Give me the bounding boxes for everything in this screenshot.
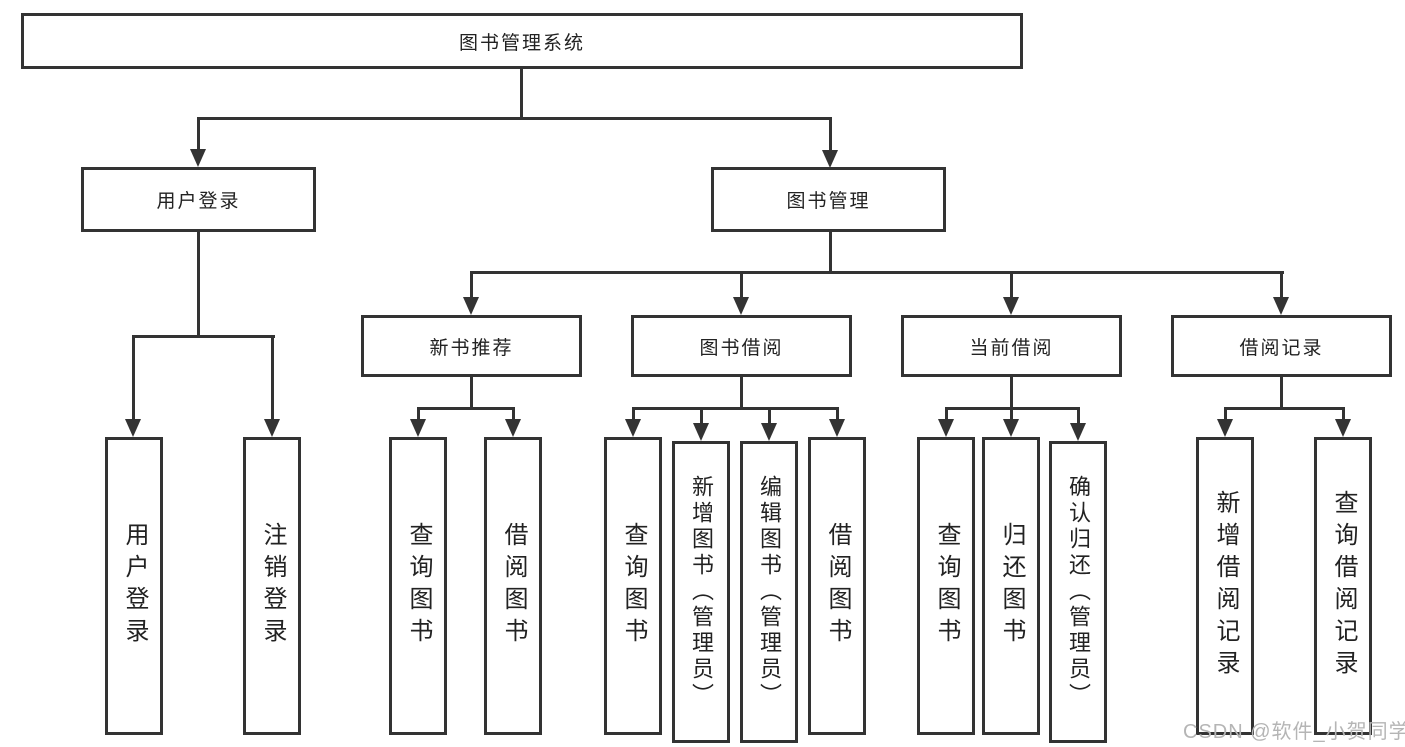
leaf-query-books-recommend: 查询图书 [389, 437, 447, 735]
connector-line [132, 335, 275, 338]
arrow-down-icon [1003, 297, 1019, 315]
node-label: 新书推荐 [429, 337, 514, 359]
node-label: 图书借阅 [699, 337, 784, 359]
node-label: 新增图书（管理员） [689, 475, 714, 709]
connector-line [132, 335, 135, 421]
arrow-down-icon [125, 419, 141, 437]
connector-line [1010, 271, 1013, 301]
arrow-down-icon [264, 419, 280, 437]
node-label: 查询图书 [620, 522, 647, 650]
node-user-login: 用户登录 [81, 167, 316, 232]
node-label: 借阅图书 [824, 522, 851, 650]
connector-line [470, 271, 1284, 274]
connector-line [1342, 407, 1345, 423]
connector-line [740, 377, 743, 410]
arrow-down-icon [1070, 423, 1086, 441]
connector-line [829, 117, 832, 153]
node-label: 图书管理系统 [458, 32, 585, 54]
leaf-query-books-current: 查询图书 [917, 437, 975, 735]
arrow-down-icon [733, 297, 749, 315]
node-label: 图书管理 [786, 191, 871, 212]
arrow-down-icon [190, 149, 206, 167]
node-root-system: 图书管理系统 [21, 13, 1023, 69]
node-label: 借阅图书 [500, 522, 527, 650]
leaf-borrow-books: 借阅图书 [808, 437, 866, 735]
connector-line [1280, 377, 1283, 410]
node-book-borrow: 图书借阅 [631, 315, 852, 377]
node-label: 新增借阅记录 [1212, 490, 1239, 682]
node-label: 注销登录 [259, 522, 286, 650]
leaf-add-books-admin: 新增图书（管理员） [672, 441, 730, 743]
connector-line [1010, 377, 1013, 410]
node-label: 归还图书 [998, 522, 1025, 650]
leaf-confirm-return-admin: 确认归还（管理员） [1049, 441, 1107, 743]
arrow-down-icon [463, 297, 479, 315]
leaf-borrow-books-recommend: 借阅图书 [484, 437, 542, 735]
leaf-user-login: 用户登录 [105, 437, 163, 735]
arrow-down-icon [938, 419, 954, 437]
node-label: 借阅记录 [1239, 337, 1324, 359]
arrow-down-icon [1217, 419, 1233, 437]
connector-line [836, 407, 839, 423]
connector-line [768, 407, 771, 425]
connector-line [945, 407, 948, 423]
connector-line [470, 377, 473, 410]
arrow-down-icon [625, 419, 641, 437]
connector-line [1010, 407, 1013, 423]
arrow-down-icon [761, 423, 777, 441]
connector-line [417, 407, 420, 423]
connector-line [632, 407, 839, 410]
connector-line [520, 69, 523, 117]
leaf-edit-books-admin: 编辑图书（管理员） [740, 441, 798, 743]
arrow-down-icon [1273, 297, 1289, 315]
connector-line [417, 407, 515, 410]
connector-line [1077, 407, 1080, 425]
csdn-watermark: CSDN @软件_小贺同学 [1183, 721, 1405, 743]
connector-line [197, 232, 200, 338]
arrow-down-icon [693, 423, 709, 441]
arrow-down-icon [410, 419, 426, 437]
node-label: 当前借阅 [969, 337, 1054, 359]
node-label: 查询图书 [933, 522, 960, 650]
connector-line [197, 117, 200, 153]
node-label: 用户登录 [121, 522, 148, 650]
arrow-down-icon [829, 419, 845, 437]
node-label: 确认归还（管理员） [1066, 475, 1091, 709]
arrow-down-icon [822, 150, 838, 168]
leaf-logout: 注销登录 [243, 437, 301, 735]
connector-line [632, 407, 635, 423]
connector-line [470, 271, 473, 301]
node-label: 查询图书 [405, 522, 432, 650]
node-label: 用户登录 [156, 191, 241, 212]
connector-line [1224, 407, 1227, 423]
leaf-query-books-borrow: 查询图书 [604, 437, 662, 735]
node-label: 查询借阅记录 [1330, 490, 1357, 682]
connector-line [829, 232, 832, 274]
node-book-management: 图书管理 [711, 167, 946, 232]
arrow-down-icon [1003, 419, 1019, 437]
node-label: 编辑图书（管理员） [757, 475, 782, 709]
arrow-down-icon [505, 419, 521, 437]
leaf-query-borrow-record: 查询借阅记录 [1314, 437, 1372, 735]
connector-line [1280, 271, 1283, 301]
leaf-add-borrow-record: 新增借阅记录 [1196, 437, 1254, 735]
connector-line [271, 335, 274, 421]
connector-line [700, 407, 703, 425]
leaf-return-books: 归还图书 [982, 437, 1040, 735]
arrow-down-icon [1335, 419, 1351, 437]
node-borrow-records: 借阅记录 [1171, 315, 1392, 377]
connector-line [740, 271, 743, 301]
connector-line [197, 117, 831, 120]
connector-line [1224, 407, 1345, 410]
node-new-book-recommend: 新书推荐 [361, 315, 582, 377]
node-current-borrow: 当前借阅 [901, 315, 1122, 377]
connector-line [512, 407, 515, 423]
